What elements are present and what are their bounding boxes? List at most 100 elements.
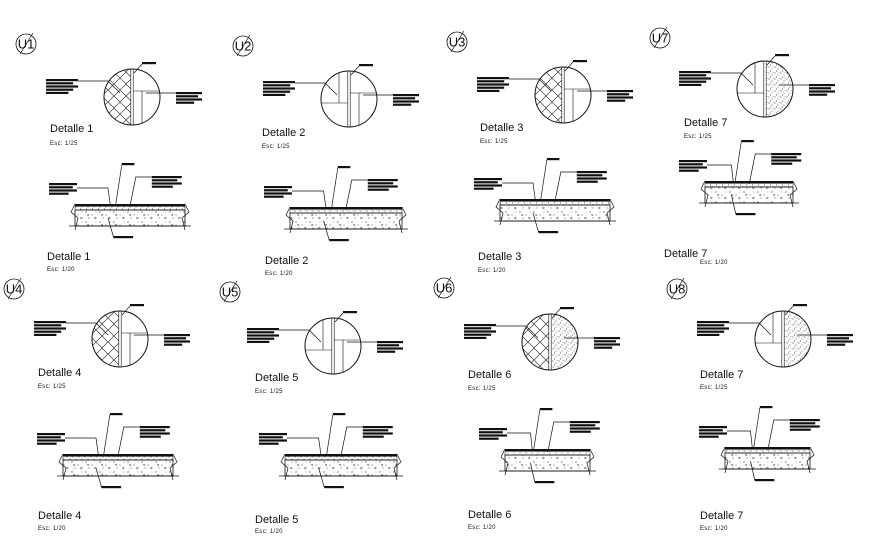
section-right-leader <box>129 176 152 208</box>
note-text-line <box>576 174 603 177</box>
detail-tag-slash <box>7 277 22 300</box>
concrete-slab <box>704 186 794 204</box>
note-text-line <box>771 156 797 159</box>
note-text-line <box>775 54 789 57</box>
note-text-line <box>697 324 725 327</box>
right-note <box>176 92 202 104</box>
threshold-profile <box>347 71 351 127</box>
break-line-right <box>393 453 402 481</box>
section-left-note <box>259 433 287 445</box>
top-leader <box>551 308 561 319</box>
circle-fill <box>305 318 361 374</box>
note-text-line <box>576 180 598 183</box>
section-left-note <box>679 160 707 172</box>
break-line-right <box>398 206 407 234</box>
break-line-right <box>586 448 595 476</box>
right-note <box>164 334 190 346</box>
section-left-leader <box>727 430 753 448</box>
note-text-line <box>259 433 287 436</box>
section-right-leader <box>767 419 790 451</box>
section-bottom-leader <box>323 220 330 241</box>
right-note <box>809 84 835 96</box>
note-text-line <box>479 434 507 437</box>
note-text-line <box>569 424 596 427</box>
section-bottom-note <box>101 486 122 489</box>
section-top-note <box>539 408 553 411</box>
section-bottom-leader <box>532 212 539 233</box>
circle-left-material <box>522 314 550 370</box>
note-text-line <box>247 328 279 331</box>
note-text-line <box>377 344 400 347</box>
floor-section <box>49 163 191 239</box>
floor-section <box>259 413 403 489</box>
detail-tag <box>446 30 468 53</box>
note-text-line <box>259 436 283 439</box>
detail-tag <box>666 277 688 300</box>
section-left-note <box>37 433 65 445</box>
note-text-line <box>809 93 828 96</box>
note-text-line <box>37 442 57 445</box>
note-text-line <box>393 103 412 106</box>
note-text-line <box>49 192 69 195</box>
detail-circle-outline <box>736 60 794 118</box>
floor-section <box>679 140 802 216</box>
detail-tag-circle <box>446 31 468 53</box>
section-top-leader <box>540 159 548 200</box>
top-leader <box>564 61 574 72</box>
note-text-line <box>789 422 816 425</box>
note-text-line <box>139 435 161 438</box>
note-text-line <box>130 304 144 307</box>
detail-tag-circle <box>15 33 37 55</box>
detail-tag <box>433 276 455 299</box>
note-text-line <box>264 192 292 195</box>
left-note <box>697 321 729 336</box>
note-text-line <box>49 186 73 189</box>
section-right-note <box>362 426 393 438</box>
note-text-line <box>477 83 509 86</box>
top-note <box>775 54 789 57</box>
concrete-slab <box>62 459 174 477</box>
section-bottom-leader <box>530 462 536 483</box>
top-leader <box>121 305 131 316</box>
top-leader <box>334 312 344 323</box>
plan-detail-circle <box>464 307 620 371</box>
detail-tag-circle <box>3 278 25 300</box>
note-text-line <box>37 433 65 436</box>
left-leader <box>711 72 754 86</box>
note-text-line <box>479 437 499 440</box>
detail-tag <box>15 32 37 55</box>
note-text-line <box>176 95 199 98</box>
note-text-line <box>827 337 850 340</box>
concrete-slab <box>74 209 186 227</box>
section-top-leader <box>331 167 339 208</box>
note-text-line <box>546 158 560 161</box>
note-text-line <box>264 189 288 192</box>
plan-detail-circle <box>34 304 190 368</box>
note-text-line <box>362 435 384 438</box>
circle-fill <box>321 71 377 127</box>
note-text-line <box>337 166 351 169</box>
note-text-line <box>37 439 65 442</box>
note-text-line <box>827 340 853 343</box>
note-text-line <box>121 163 135 166</box>
threshold-profile <box>331 318 335 374</box>
circle-right-material <box>550 314 578 370</box>
detail-tag <box>3 277 25 300</box>
note-text-line <box>359 64 373 67</box>
right-note <box>377 341 403 353</box>
note-text-line <box>324 486 344 489</box>
note-text-line <box>741 140 754 143</box>
note-text-line <box>607 93 630 96</box>
note-text-line <box>474 184 502 187</box>
section-right-leader <box>748 153 772 185</box>
threshold-profile <box>130 69 134 125</box>
left-note <box>679 71 711 86</box>
left-leader <box>66 322 109 336</box>
plan-detail-circle <box>679 54 835 118</box>
floor-finish-layer <box>705 181 793 184</box>
note-text-line <box>809 90 835 93</box>
note-text-line <box>576 171 607 174</box>
threshold-profile <box>781 311 785 367</box>
floor-section <box>37 413 179 489</box>
